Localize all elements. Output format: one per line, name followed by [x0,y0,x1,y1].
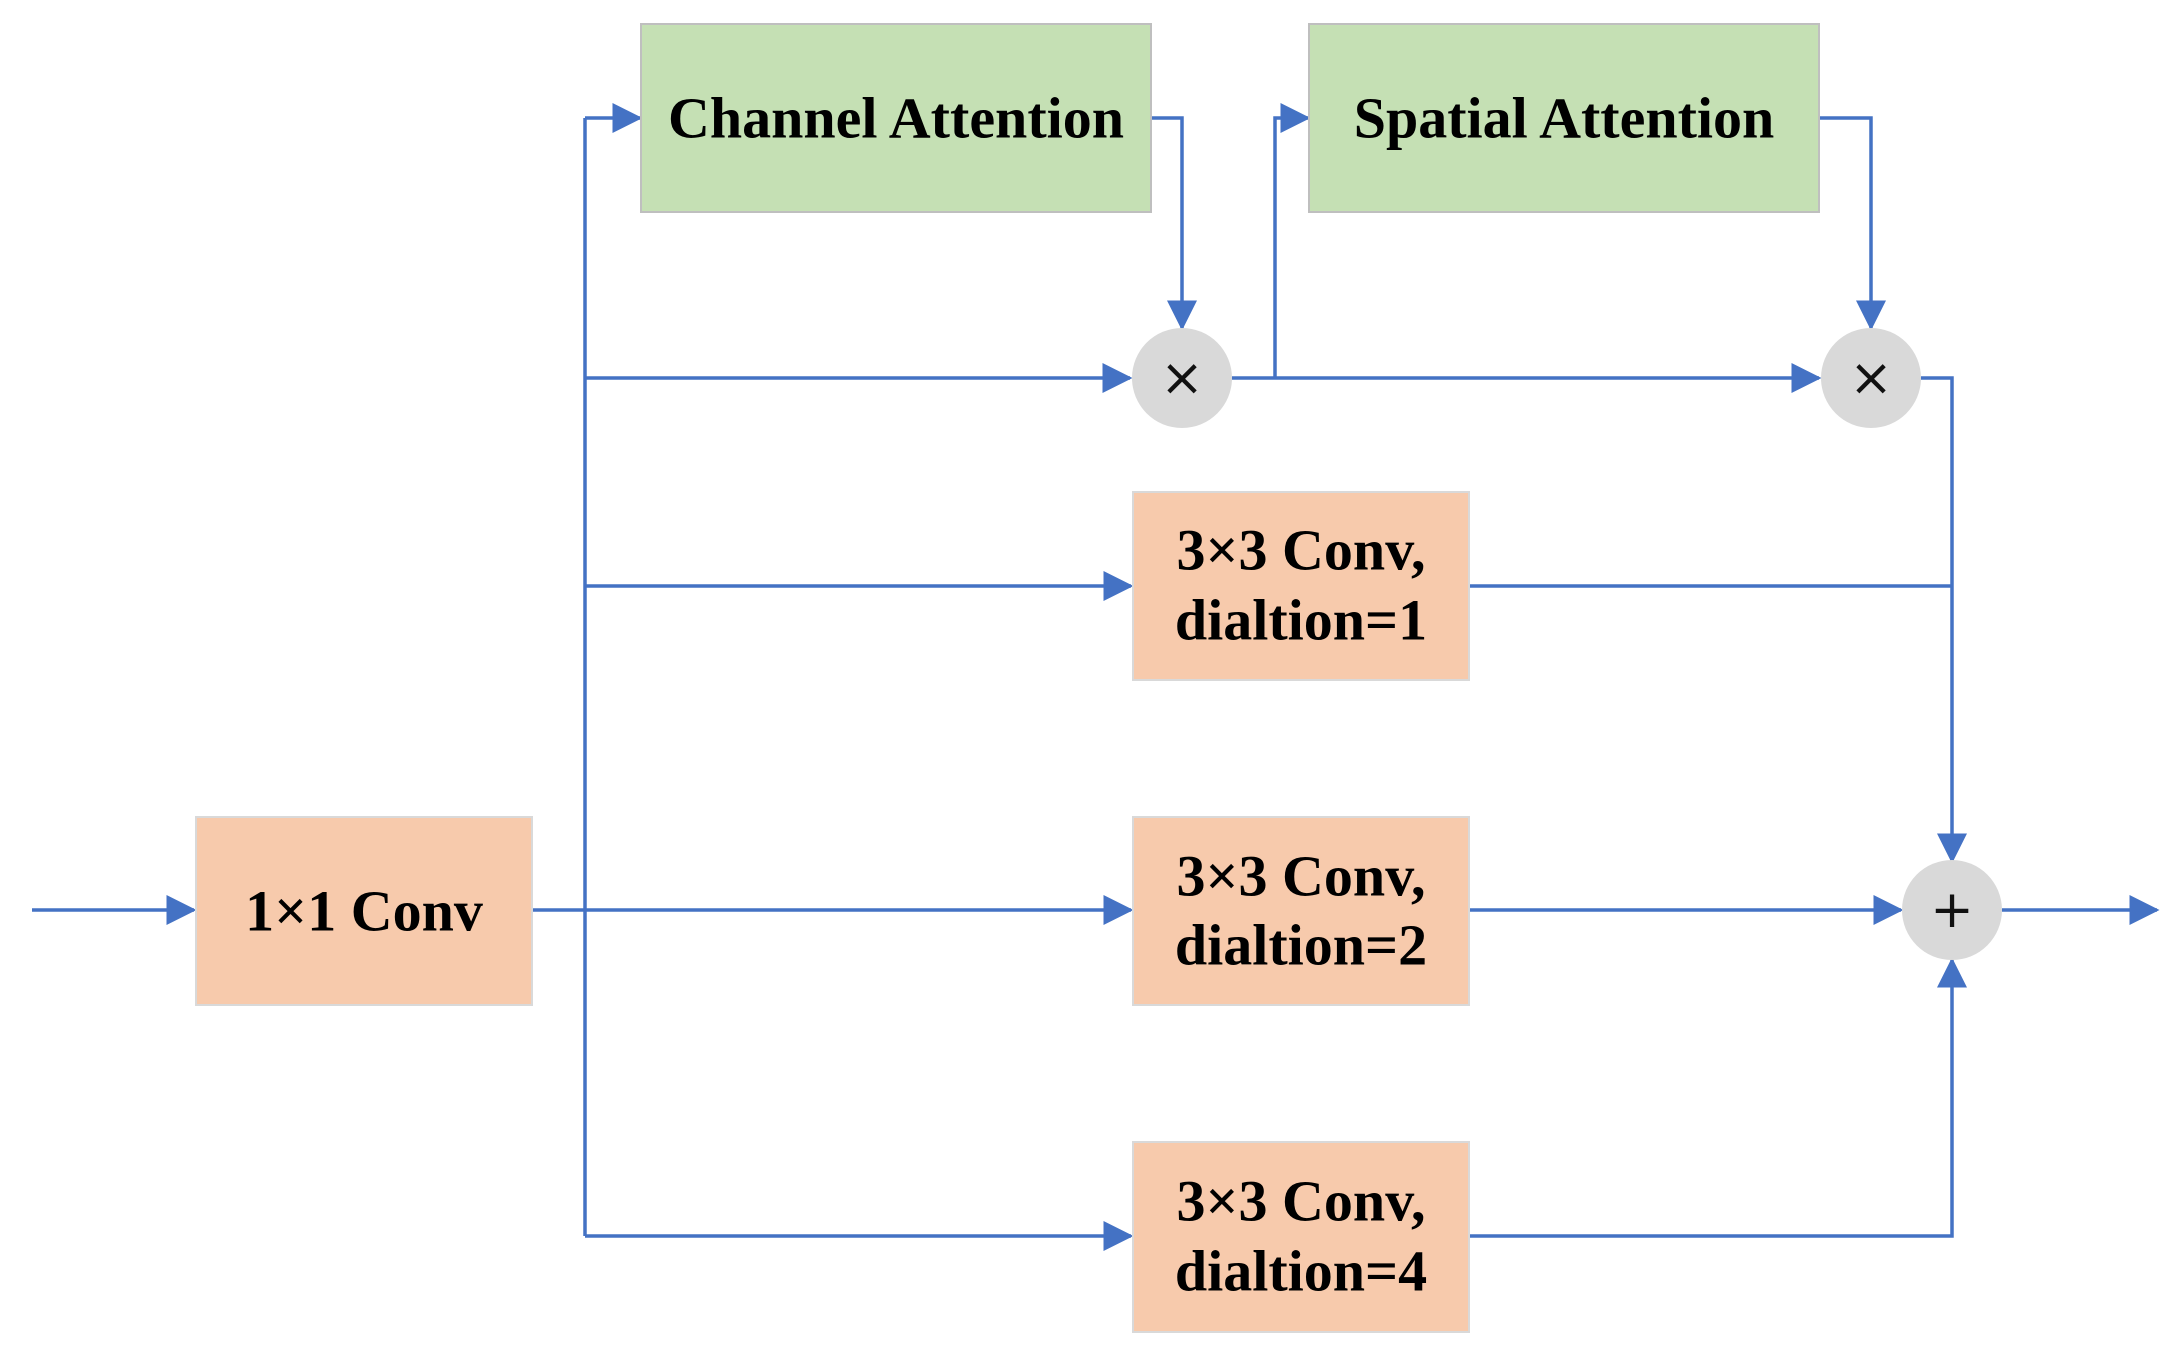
conv-d4-line1: 3×3 Conv, [1177,1169,1426,1234]
plus-icon: + [1902,860,2002,960]
conv-1x1-box: 1×1 Conv [195,816,533,1006]
conv-d1-line1: 3×3 Conv, [1177,518,1426,583]
multiply-icon: × [1821,328,1921,428]
arrow-conv-d4-to-add [1470,957,1967,1238]
arrow-channel-attention-to-multiply-1 [1152,116,1197,331]
conv-3x3-dilation-2-box: 3×3 Conv, dialtion=2 [1132,816,1470,1006]
multiply-icon: × [1132,328,1232,428]
multiply-2-symbol: × [1849,348,1893,408]
conv-d2-line2: dialtion=2 [1175,913,1427,978]
arrow-to-spatial-attention [1273,103,1311,378]
conv-d2-line1: 3×3 Conv, [1177,844,1426,909]
spatial-attention-box: Spatial Attention [1308,23,1820,213]
conv-1x1-label: 1×1 Conv [245,879,483,944]
channel-attention-box: Channel Attention [640,23,1152,213]
conv-d1-line2: dialtion=1 [1175,588,1427,653]
conv-3x3-dilation-4-box: 3×3 Conv, dialtion=4 [1132,1141,1470,1333]
add-symbol: + [1930,880,1974,940]
conv-d4-line2: dialtion=4 [1175,1239,1427,1304]
channel-attention-label: Channel Attention [668,86,1124,151]
arrow-multiply-2-to-add [1921,376,1967,864]
spatial-attention-label: Spatial Attention [1354,86,1775,151]
connections [32,103,2160,1251]
conv-3x3-dilation-1-box: 3×3 Conv, dialtion=1 [1132,491,1470,681]
multiply-1-symbol: × [1160,348,1204,408]
arrow-spatial-attention-to-multiply-2 [1820,116,1886,331]
